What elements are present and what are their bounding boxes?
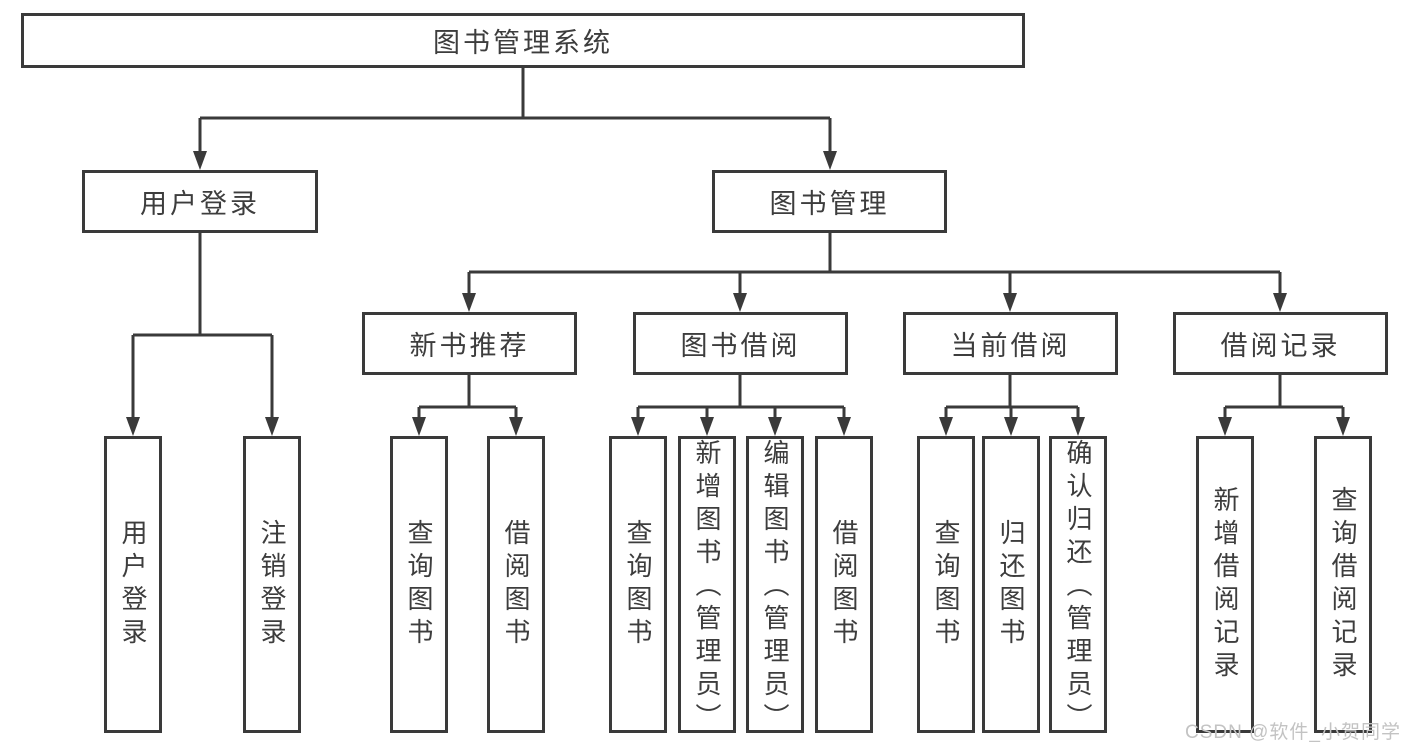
node-library-management-system: 图书管理系统 [21, 13, 1025, 68]
csdn-watermark: CSDN @软件_小贺同学 [1185, 722, 1401, 743]
leaf-current-return-book: 归还图书 [982, 436, 1040, 733]
leaf-current-query-book: 查询图书 [917, 436, 975, 733]
leaf-records-query-record: 查询借阅记录 [1314, 436, 1372, 733]
node-borrow-records: 借阅记录 [1173, 312, 1388, 375]
leaf-recommend-borrow-book: 借阅图书 [487, 436, 545, 733]
leaf-recommend-query-book: 查询图书 [390, 436, 448, 733]
leaf-borrow-add-book-admin: 新增图书（管理员） [678, 436, 736, 736]
leaf-borrow-query-book: 查询图书 [609, 436, 667, 733]
leaf-borrow-borrow-book: 借阅图书 [815, 436, 873, 733]
node-book-borrow: 图书借阅 [633, 312, 848, 375]
node-new-book-recommend: 新书推荐 [362, 312, 577, 375]
leaf-records-add-record: 新增借阅记录 [1196, 436, 1254, 733]
arrowheads [126, 151, 1350, 436]
leaf-user-logout: 注销登录 [243, 436, 301, 733]
leaf-borrow-edit-book-admin: 编辑图书（管理员） [746, 436, 804, 736]
leaf-user-login: 用户登录 [104, 436, 162, 733]
node-book-management: 图书管理 [712, 170, 947, 233]
node-current-borrow: 当前借阅 [903, 312, 1118, 375]
leaf-current-confirm-return-admin: 确认归还（管理员） [1049, 436, 1107, 736]
node-user-login: 用户登录 [82, 170, 318, 233]
